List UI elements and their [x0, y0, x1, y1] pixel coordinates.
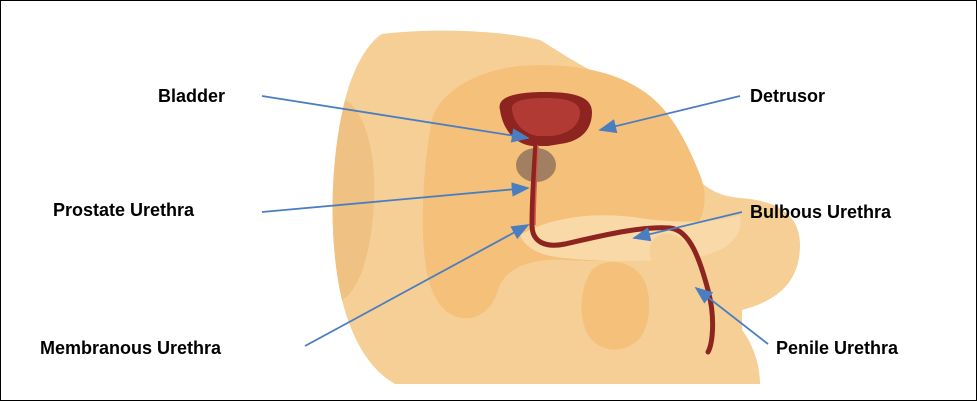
- label-prostate-urethra: Prostate Urethra: [53, 199, 194, 221]
- label-membranous-urethra: Membranous Urethra: [40, 337, 221, 359]
- scrotum: [582, 262, 650, 350]
- label-bladder: Bladder: [158, 85, 225, 107]
- label-bulbous-urethra: Bulbous Urethra: [750, 201, 891, 223]
- perineum-band: [520, 215, 741, 261]
- label-detrusor: Detrusor: [750, 85, 825, 107]
- label-penile-urethra: Penile Urethra: [776, 337, 898, 359]
